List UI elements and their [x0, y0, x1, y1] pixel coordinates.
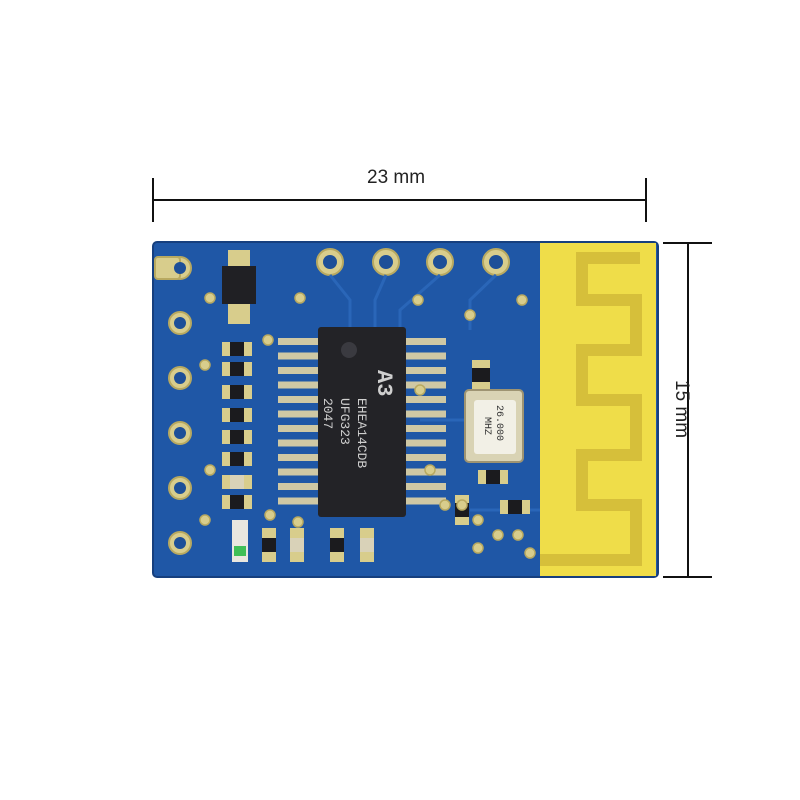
via	[294, 292, 306, 304]
chip-logo: A3	[371, 370, 396, 396]
via	[262, 334, 274, 346]
chip-line-2: UFG323	[337, 398, 352, 445]
ic-pin	[406, 425, 446, 432]
via	[204, 292, 216, 304]
ic-pin	[278, 396, 318, 403]
via	[204, 464, 216, 476]
via	[456, 499, 468, 511]
via	[492, 529, 504, 541]
chip-line-3: 2047	[320, 398, 335, 429]
ic-pin	[278, 410, 318, 418]
ic-pin	[278, 439, 318, 447]
ic-pin	[278, 338, 318, 345]
via	[464, 309, 476, 321]
crystal-oscillator: 26.000 MHZ	[464, 389, 524, 463]
ic-pin	[406, 410, 446, 418]
ic-pin	[406, 396, 446, 403]
ic-pin	[406, 381, 446, 389]
vias	[199, 292, 536, 559]
ic-pin	[406, 454, 446, 461]
ic-pin	[406, 439, 446, 447]
height-label: 15 mm	[671, 380, 692, 439]
height-dimension	[663, 242, 712, 578]
ic-pin	[278, 381, 318, 389]
via	[512, 529, 524, 541]
antenna-trace	[540, 252, 642, 566]
ic-pin	[278, 454, 318, 461]
width-dimension	[152, 178, 647, 222]
via	[412, 294, 424, 306]
via	[414, 384, 426, 396]
transistor	[222, 250, 256, 324]
ic-pin	[406, 497, 446, 505]
edge-pad-holes	[174, 262, 186, 549]
ic-pin	[406, 352, 446, 360]
ic-pin	[278, 483, 318, 490]
edge-pads	[154, 256, 192, 555]
via	[472, 542, 484, 554]
via	[439, 499, 451, 511]
chip-line-1: EHEA14CDB	[354, 398, 369, 468]
crystal-line-1: 26.000	[493, 405, 504, 441]
via	[292, 516, 304, 528]
via	[524, 547, 536, 559]
width-label: 23 mm	[367, 167, 426, 188]
antenna-area	[540, 243, 656, 576]
ic-pin	[278, 468, 318, 476]
ic-pin	[278, 367, 318, 374]
via	[199, 359, 211, 371]
ic-pin	[406, 483, 446, 490]
ic-pin	[278, 352, 318, 360]
crystal-line-2: MHZ	[481, 417, 492, 435]
main-ic: A3 EHEA14CDB UFG323 2047	[278, 327, 446, 517]
passive-components	[222, 342, 530, 562]
via	[472, 514, 484, 526]
via	[424, 464, 436, 476]
ic-pin	[278, 425, 318, 432]
ic-pin	[406, 338, 446, 345]
via	[516, 294, 528, 306]
via	[199, 514, 211, 526]
ic-pin	[278, 497, 318, 505]
top-pad-holes	[323, 255, 503, 269]
via	[264, 509, 276, 521]
ic-pin	[406, 367, 446, 374]
